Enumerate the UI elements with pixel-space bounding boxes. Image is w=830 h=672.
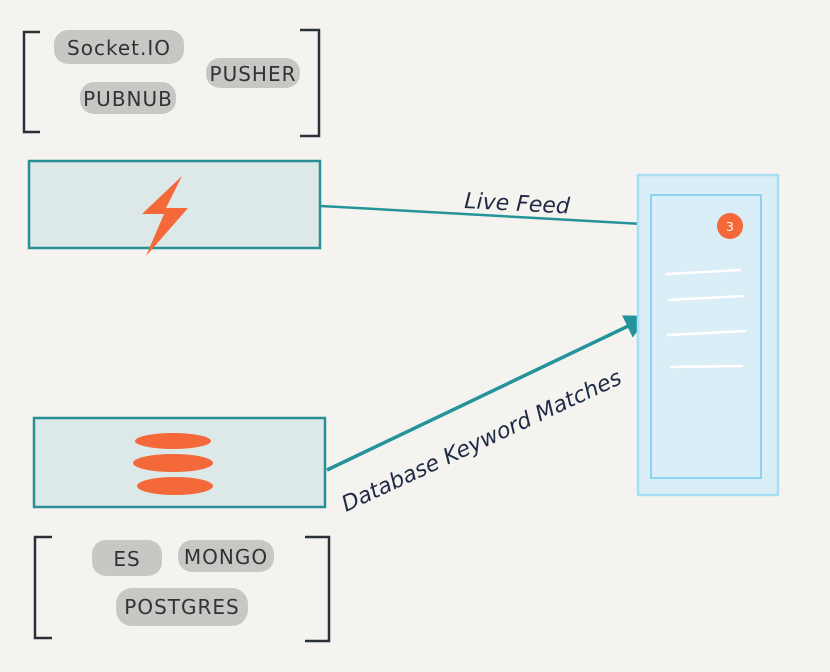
stacked-disks-icon — [133, 433, 213, 495]
right-bracket-bottom — [305, 535, 331, 643]
keyword-matches-label: Database Keyword Matches — [338, 366, 626, 518]
database-box-group — [32, 416, 327, 509]
realtime-box — [27, 159, 322, 250]
tag-es: ES — [113, 547, 140, 571]
client-device: 3 — [636, 173, 780, 497]
tag-socketio: Socket.IO — [67, 36, 171, 60]
tag-socketio-bg — [54, 30, 184, 64]
device-screen — [650, 194, 762, 479]
databases-group: ES MONGO POSTGRES — [33, 535, 331, 643]
tag-pusher: PUSHER — [210, 62, 297, 86]
tag-pusher-bg — [206, 58, 300, 88]
feed-line-4 — [669, 364, 744, 369]
notification-badge-count: 3 — [726, 220, 734, 234]
tag-pubnub: PUBNUB — [83, 87, 173, 111]
live-feed-label: Live Feed — [464, 189, 572, 220]
keyword-matches-arrow: Database Keyword Matches — [326, 315, 650, 518]
keyword-matches-line — [326, 315, 650, 472]
left-bracket-bottom — [33, 535, 52, 640]
tag-pubnub-bg — [80, 82, 176, 114]
tag-postgres: POSTGRES — [124, 595, 239, 619]
notification-badge: 3 — [717, 213, 743, 239]
feed-line-1 — [665, 268, 742, 276]
left-bracket — [22, 30, 40, 134]
realtime-service-box — [27, 159, 322, 256]
tag-postgres-bg — [116, 588, 248, 626]
tag-mongo: MONGO — [184, 545, 268, 569]
feed-line-2 — [667, 294, 745, 302]
realtime-providers-group: Socket.IO PUSHER PUBNUB — [22, 28, 321, 138]
lightning-bolt-icon — [142, 176, 188, 256]
right-bracket — [300, 28, 321, 138]
tag-mongo-bg — [178, 540, 274, 572]
tag-es-bg — [92, 540, 162, 576]
feed-line-3 — [666, 329, 747, 337]
